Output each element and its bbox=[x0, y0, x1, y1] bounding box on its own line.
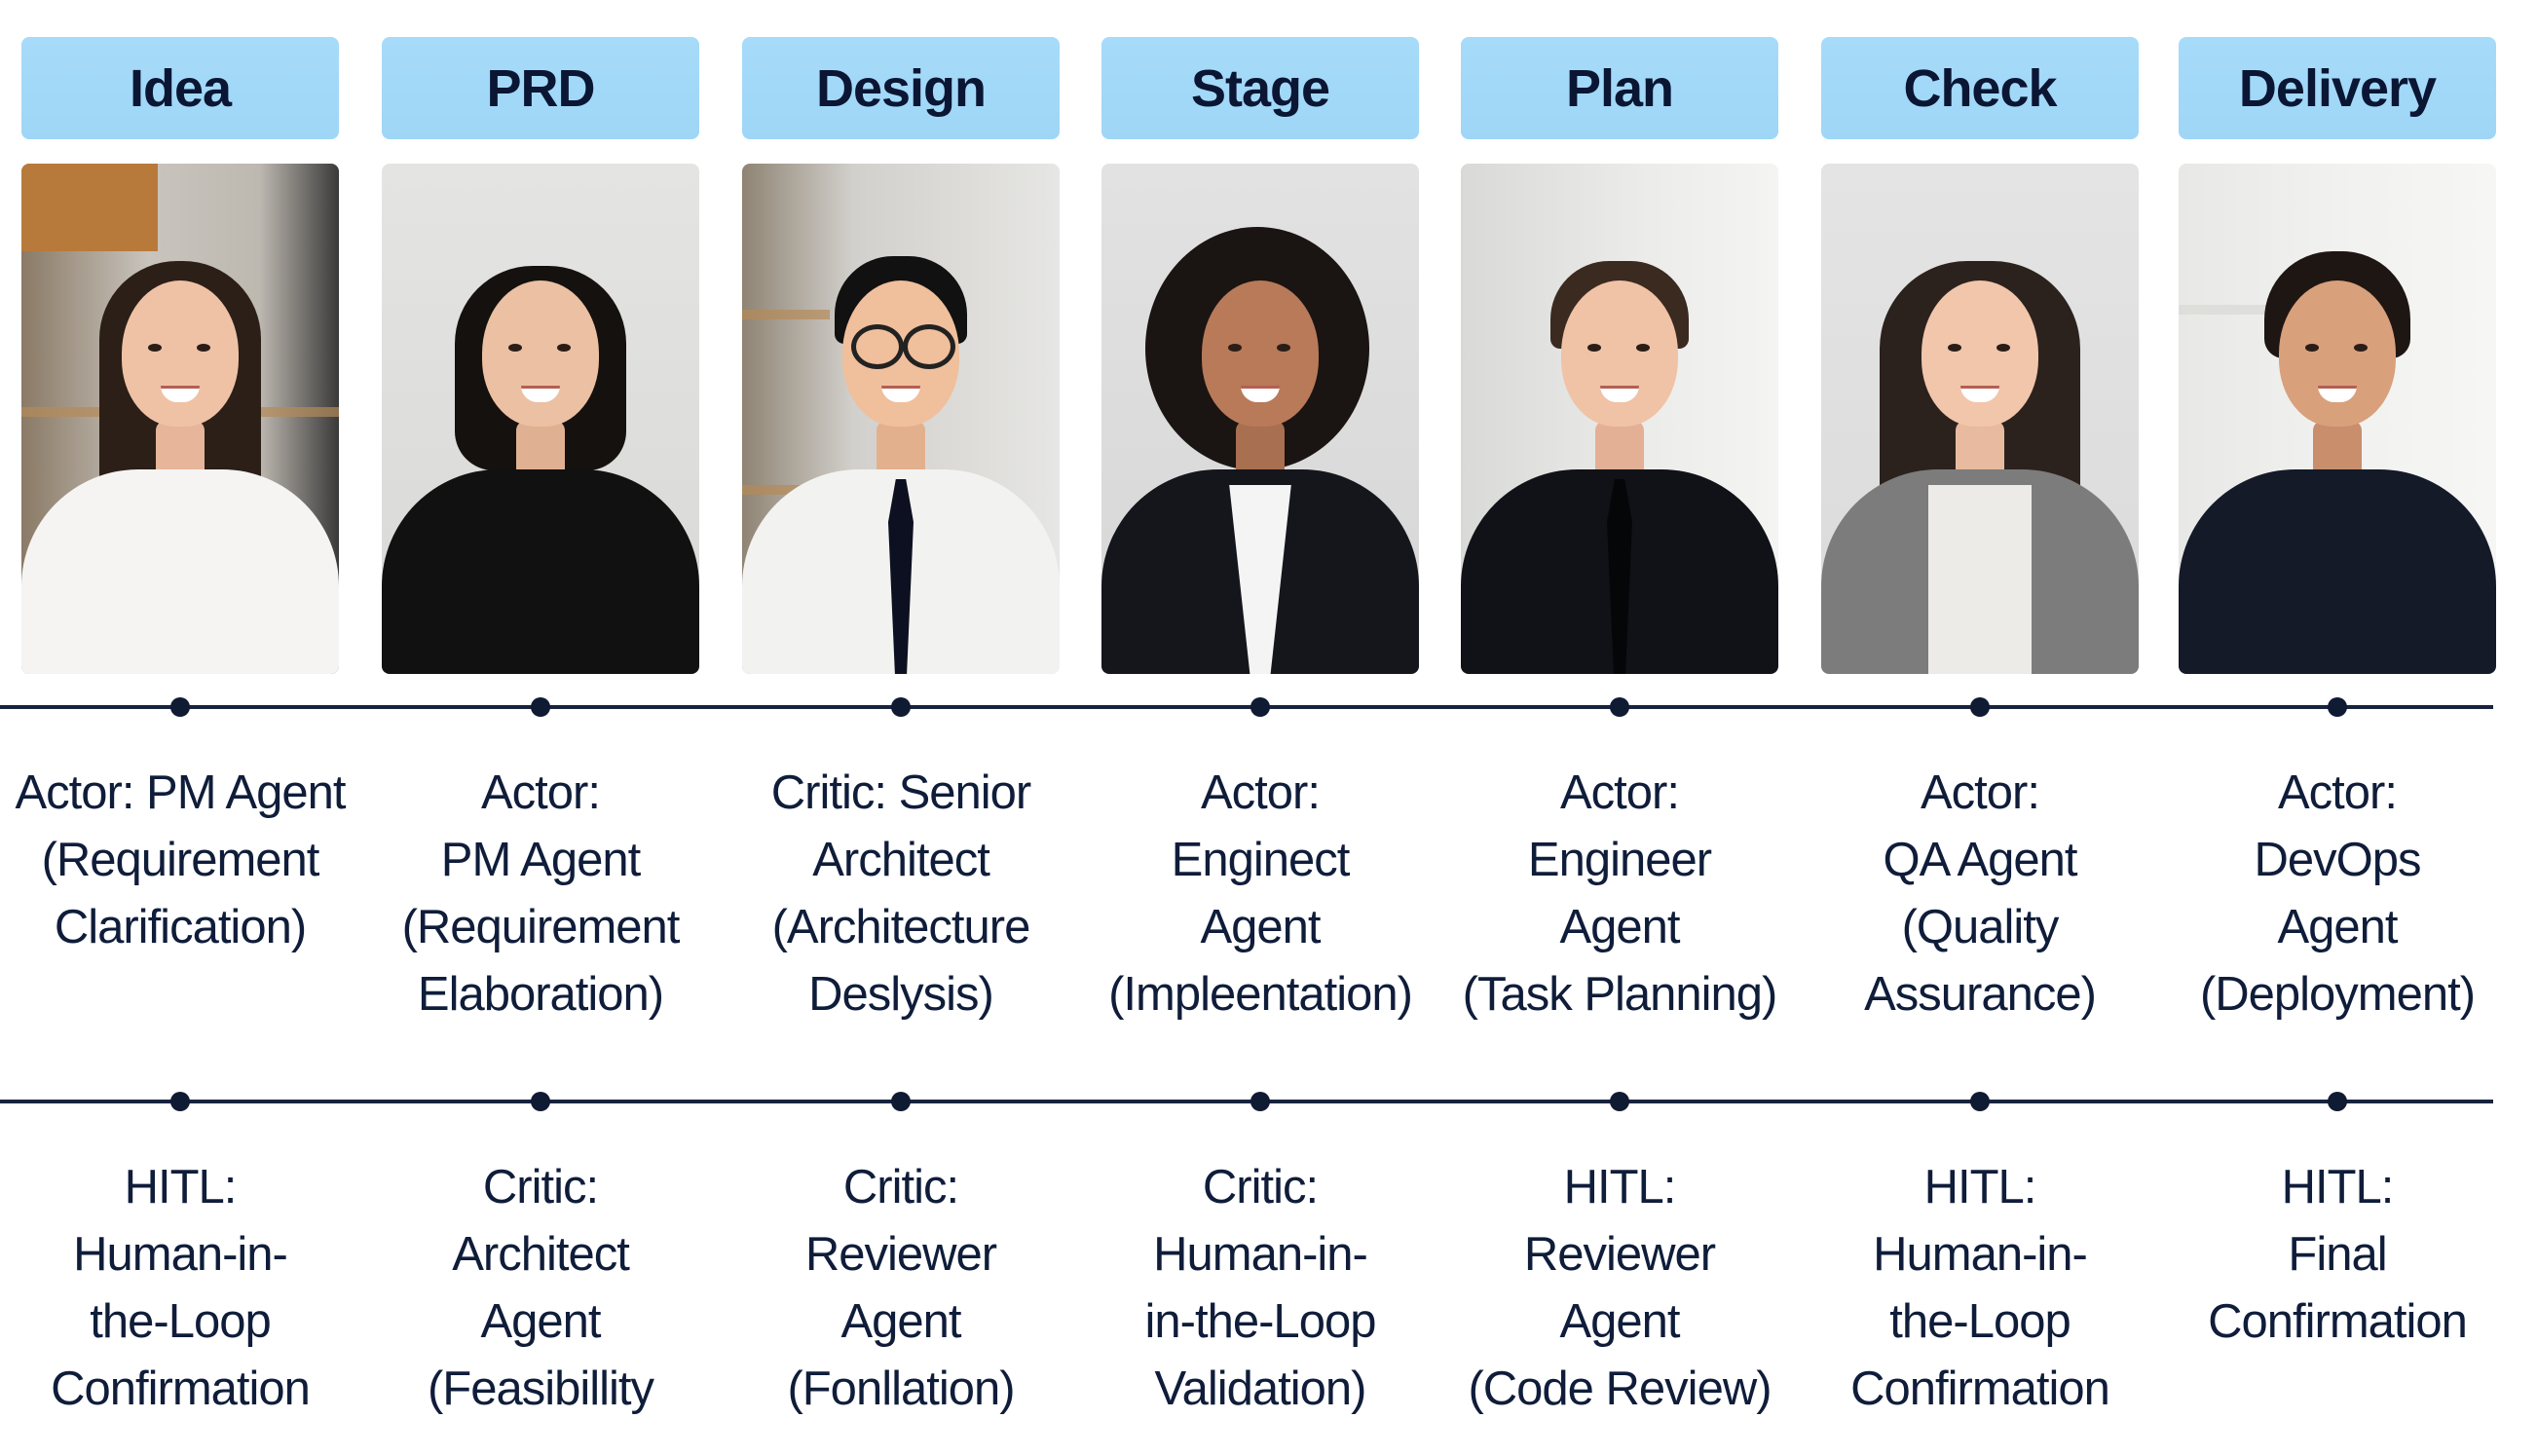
portrait-photo-delivery bbox=[2179, 164, 2496, 674]
stage-label: Design bbox=[815, 58, 987, 118]
timeline-dot bbox=[2328, 1092, 2347, 1111]
stage-label: Check bbox=[1903, 58, 2057, 118]
stage-header-idea: Idea bbox=[21, 37, 339, 139]
primary-role-text: Actor: DevOps Agent (Deployment) bbox=[2199, 766, 2476, 1021]
secondary-role-text: HITL: Final Confirmation bbox=[2208, 1161, 2468, 1348]
stage-column-plan: Plan Actor: Engineer Agent (Task Plannin… bbox=[1461, 0, 1778, 1456]
stage-header-delivery: Delivery bbox=[2179, 37, 2496, 139]
timeline-dot bbox=[2328, 697, 2347, 717]
timeline-dot bbox=[1970, 1092, 1990, 1111]
secondary-role-text: HITL: Human-in- the-Loop Confirmation bbox=[1850, 1161, 2110, 1415]
stage-column-delivery: Delivery Actor: DevOps Agent (Deployment… bbox=[2179, 0, 2496, 1456]
stage-label: Plan bbox=[1565, 58, 1674, 118]
secondary-role-text: Critic: Human-in- in-the-Loop Validation… bbox=[1144, 1161, 1377, 1415]
timeline-dot bbox=[170, 1092, 190, 1111]
timeline-dot bbox=[1610, 1092, 1629, 1111]
timeline-dot bbox=[891, 697, 911, 717]
timeline-dot bbox=[1250, 697, 1270, 717]
primary-role-text: Actor: QA Agent (Quality Assurance) bbox=[1864, 766, 2097, 1021]
primary-role-text: Actor: PM Agent (Requirement Clarificati… bbox=[15, 766, 346, 953]
stage-column-stage: Stage Actor: Enginect Agent (Impleentati… bbox=[1101, 0, 1419, 1456]
timeline-dot bbox=[1250, 1092, 1270, 1111]
portrait-photo-check bbox=[1821, 164, 2139, 674]
stage-label: Idea bbox=[129, 58, 232, 118]
stage-header-design: Design bbox=[742, 37, 1060, 139]
secondary-role-text: HITL: Human-in- the-Loop Confirmation bbox=[51, 1161, 311, 1415]
secondary-role-text: HITL: Reviewer Agent (Code Review) bbox=[1468, 1161, 1772, 1415]
stage-label: PRD bbox=[486, 58, 595, 118]
primary-role-text: Critic: Senior Architect (Architecture D… bbox=[770, 766, 1031, 1021]
stage-column-idea: Idea Actor: PM Agent (Requirement Clarif… bbox=[15, 0, 347, 1456]
timeline-dot bbox=[531, 1092, 550, 1111]
timeline-secondary bbox=[0, 1100, 2493, 1103]
stage-column-design: Design Critic: Senior Architect (Archite… bbox=[742, 0, 1060, 1456]
portrait-photo-plan bbox=[1461, 164, 1778, 674]
timeline-primary bbox=[0, 705, 2493, 709]
primary-role-text: Actor: Engineer Agent (Task Planning) bbox=[1462, 766, 1778, 1021]
portrait-photo-stage bbox=[1101, 164, 1419, 674]
stage-column-prd: PRD Actor: PM Agent (Requirement Elabora… bbox=[382, 0, 699, 1456]
stage-label: Delivery bbox=[2238, 58, 2437, 118]
primary-role-text: Actor: PM Agent (Requirement Elaboration… bbox=[401, 766, 681, 1021]
stage-label: Stage bbox=[1190, 58, 1330, 118]
timeline-dot bbox=[170, 697, 190, 717]
secondary-role-text: Critic: Architect Agent (Feasibillity bbox=[427, 1161, 654, 1415]
stage-column-check: Check Actor: QA Agent (Quality Assurance… bbox=[1821, 0, 2139, 1456]
stage-header-plan: Plan bbox=[1461, 37, 1778, 139]
timeline-dot bbox=[531, 697, 550, 717]
secondary-role-text: Critic: Reviewer Agent (Fonllation) bbox=[787, 1161, 1015, 1415]
portrait-photo-design bbox=[742, 164, 1060, 674]
primary-role-text: Actor: Enginect Agent (Impleentation) bbox=[1108, 766, 1413, 1021]
stage-header-stage: Stage bbox=[1101, 37, 1419, 139]
timeline-dot bbox=[1970, 697, 1990, 717]
stage-header-check: Check bbox=[1821, 37, 2139, 139]
portrait-photo-idea bbox=[21, 164, 339, 674]
stage-header-prd: PRD bbox=[382, 37, 699, 139]
portrait-photo-prd bbox=[382, 164, 699, 674]
timeline-dot bbox=[891, 1092, 911, 1111]
timeline-dot bbox=[1610, 697, 1629, 717]
